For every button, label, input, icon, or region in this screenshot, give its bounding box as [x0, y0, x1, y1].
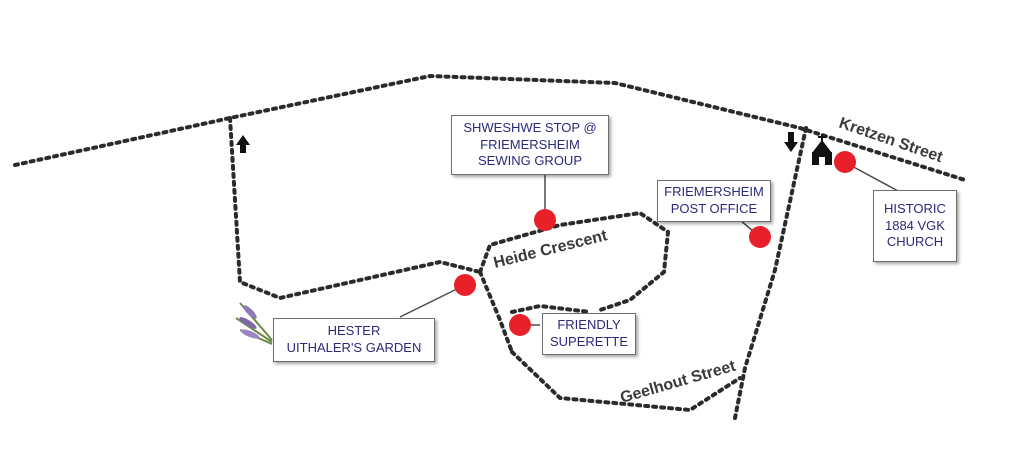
church-icon [812, 134, 832, 165]
church-leader [847, 163, 901, 193]
church-marker[interactable] [834, 151, 856, 173]
shweshwe-label[interactable]: SHWESHWE STOP @ FRIEMERSHEIM SEWING GROU… [451, 115, 609, 175]
left-loop-road [228, 116, 482, 301]
garden-label[interactable]: HESTER UITHALER'S GARDEN [273, 318, 435, 362]
church-road [733, 126, 808, 420]
post-office-label-text: FRIEMERSHEIM POST OFFICE [664, 184, 764, 216]
garden-marker[interactable] [454, 274, 476, 296]
heide-crescent-road [478, 210, 671, 312]
shweshwe-marker[interactable] [534, 209, 556, 231]
geelhout-street-label: Geelhout Street [618, 357, 738, 406]
church-label-text: HISTORIC 1884 VGK CHURCH [884, 201, 946, 250]
heide-crescent-label: Heide Crescent [492, 227, 610, 272]
superette-label-text: FRIENDLY SUPERETTE [549, 317, 628, 349]
superette-marker[interactable] [509, 314, 531, 336]
shweshwe-label-text: SHWESHWE STOP @ FRIEMERSHEIM SEWING GROU… [463, 120, 597, 169]
superette-loop-road [478, 270, 514, 354]
post-office-label[interactable]: FRIEMERSHEIM POST OFFICE [657, 180, 771, 222]
garden-leader [399, 284, 466, 318]
geelhout-street-road [510, 350, 742, 413]
arrow-down-icon [784, 132, 798, 152]
arrow-up-icon [236, 135, 250, 153]
lavender-icon [235, 302, 273, 345]
garden-label-text: HESTER UITHALER'S GARDEN [286, 323, 422, 355]
post-office-marker[interactable] [749, 226, 771, 248]
friendly-loop-road [510, 303, 592, 314]
church-label[interactable]: HISTORIC 1884 VGK CHURCH [873, 190, 957, 262]
kretzen-street-road [13, 73, 967, 182]
superette-label[interactable]: FRIENDLY SUPERETTE [542, 313, 636, 355]
